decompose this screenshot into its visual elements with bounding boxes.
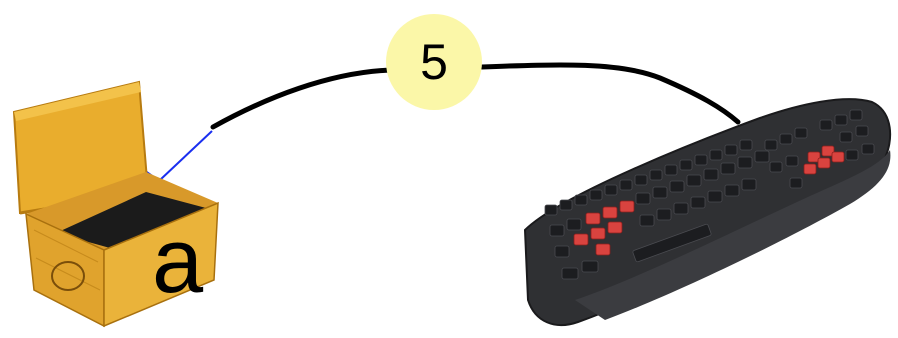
keyboard-icon [523, 98, 892, 326]
input-value: 5 [420, 34, 448, 90]
input-value-badge: 5 [386, 14, 482, 110]
open-wooden-box-icon [12, 80, 219, 328]
variable-label: a [152, 210, 204, 312]
keyboard-cable [210, 62, 741, 130]
